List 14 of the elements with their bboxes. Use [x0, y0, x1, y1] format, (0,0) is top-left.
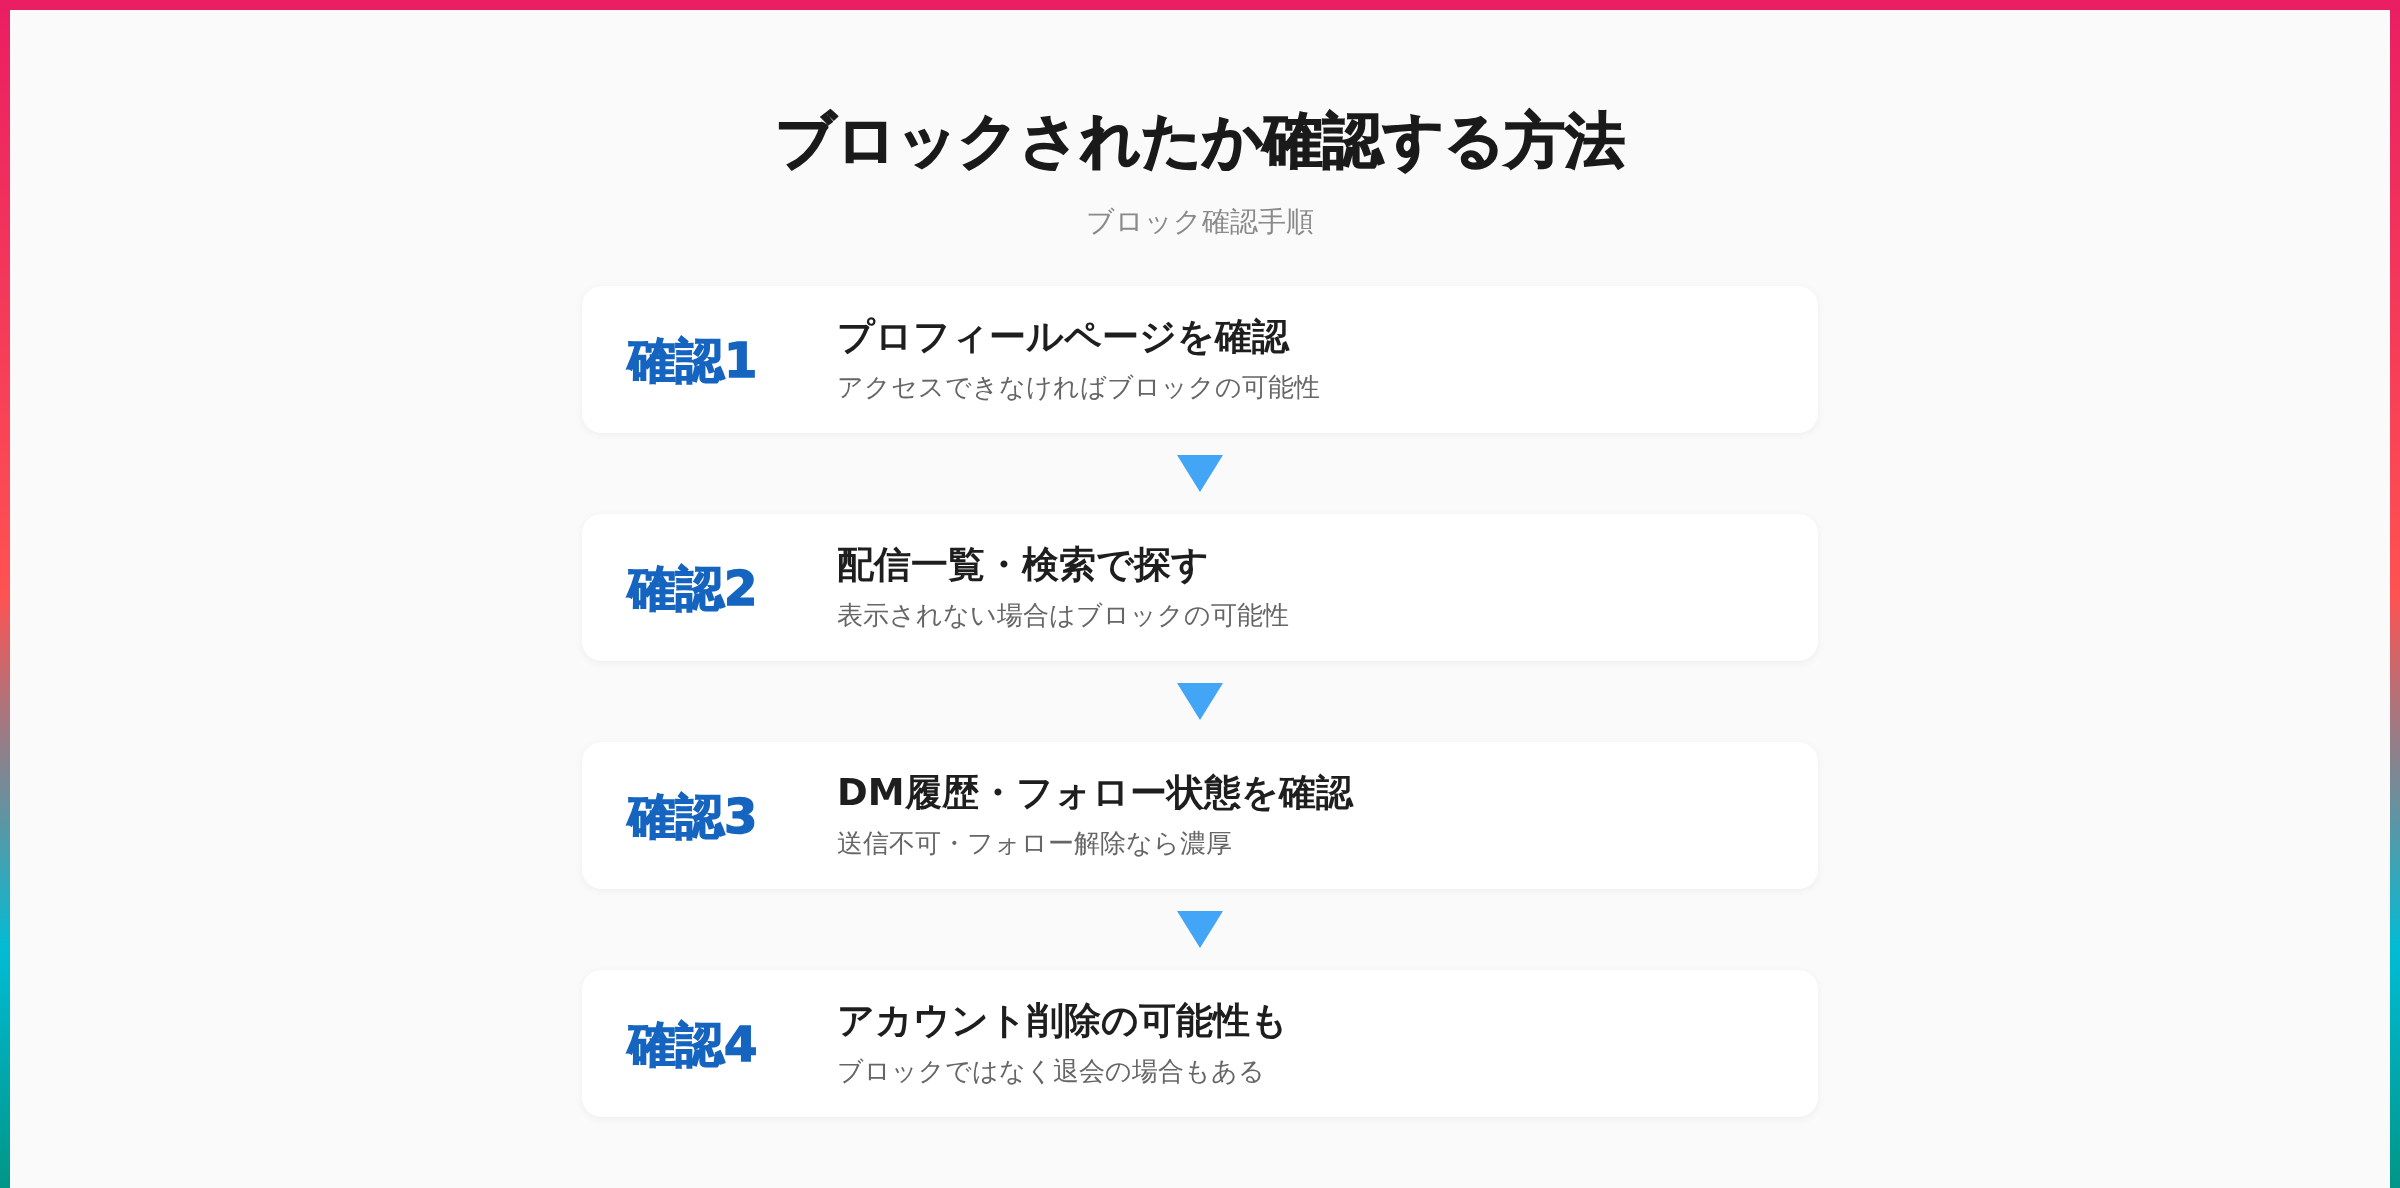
step-label: 確認4 — [628, 1015, 758, 1072]
title: ブロックされたか確認する方法 — [775, 104, 1625, 177]
step-label: 確認3 — [628, 787, 758, 844]
step-label: 確認1 — [628, 331, 758, 388]
step-description: 送信不可・フォロー解除なら濃厚 — [837, 827, 1232, 860]
step-heading: アカウント削除の可能性も — [837, 998, 1288, 1044]
step-description: ブロックではなく退会の場合もある — [837, 1055, 1265, 1088]
step-description: アクセスできなければブロックの可能性 — [837, 371, 1320, 404]
step-description: 表示されない場合はブロックの可能性 — [837, 599, 1289, 632]
step-heading: 配信一覧・検索で探す — [837, 542, 1209, 588]
subtitle: ブロック確認手順 — [1086, 204, 1314, 240]
step-heading: プロフィールページを確認 — [837, 314, 1289, 360]
step-heading: DM履歴・フォロー状態を確認 — [837, 770, 1353, 816]
step-label: 確認2 — [628, 559, 758, 616]
